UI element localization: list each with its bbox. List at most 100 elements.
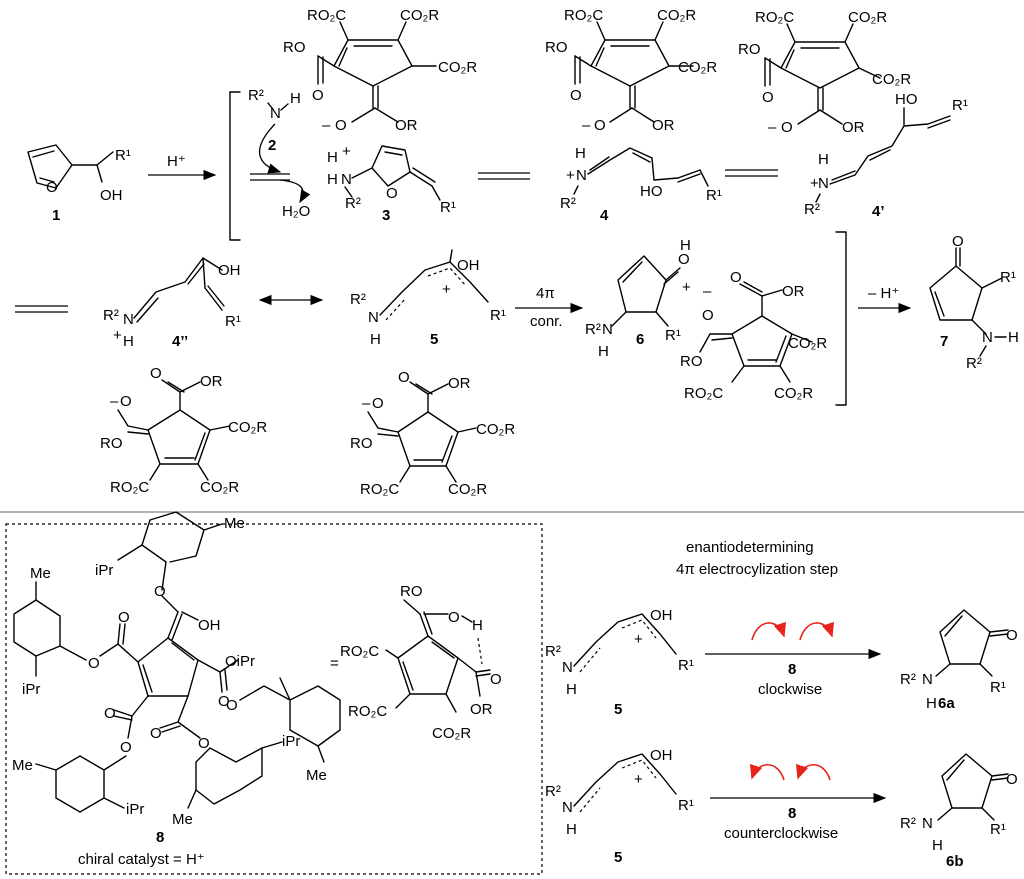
compound-2: R² N H 2 xyxy=(248,87,301,174)
svg-text:+: + xyxy=(810,175,819,192)
compound-4-label: 4 xyxy=(600,207,609,224)
svg-text:R¹: R¹ xyxy=(678,797,694,814)
svg-text:O: O xyxy=(226,697,238,714)
compound-6b-label: 6b xyxy=(946,853,964,870)
svg-text:O: O xyxy=(702,307,714,324)
svg-text:Me: Me xyxy=(172,811,193,828)
svg-text:OR: OR xyxy=(448,375,471,392)
svg-text:R¹: R¹ xyxy=(706,187,722,204)
catalyst-label-row2: 8 xyxy=(788,805,796,822)
svg-text:R¹: R¹ xyxy=(440,199,456,216)
catalyst-8-simplified: RO O H O OR CO₂R RO₂C RO₂C xyxy=(340,583,502,742)
svg-text:Me: Me xyxy=(30,565,51,582)
svg-text:N: N xyxy=(818,175,829,192)
svg-text:R¹: R¹ xyxy=(490,307,506,324)
compound-6a-label: 6a xyxy=(938,695,955,712)
svg-text:–: – xyxy=(768,119,777,136)
counterion-bottom-1: O OR CO₂R CO₂R RO₂C – O RO xyxy=(100,365,267,496)
svg-text:N: N xyxy=(982,329,993,346)
catalyst-label-row1: 8 xyxy=(788,661,796,678)
svg-text:Me: Me xyxy=(224,515,245,532)
svg-text:RO: RO xyxy=(283,39,306,56)
clockwise-label: clockwise xyxy=(758,681,822,698)
svg-text:+: + xyxy=(113,327,122,344)
svg-text:N: N xyxy=(341,171,352,188)
svg-text:CO₂R: CO₂R xyxy=(200,479,239,496)
svg-text:O: O xyxy=(678,251,690,268)
svg-text:O: O xyxy=(120,739,132,756)
svg-text:O: O xyxy=(952,233,964,250)
counterclockwise-label: counterclockwise xyxy=(724,825,838,842)
svg-text:RO₂C: RO₂C xyxy=(684,385,723,402)
svg-text:H: H xyxy=(926,695,937,712)
svg-text:H: H xyxy=(472,617,483,634)
svg-text:R¹: R¹ xyxy=(990,679,1006,696)
conr-label: conr. xyxy=(530,313,563,330)
catalyst-8-label: 8 xyxy=(156,829,164,846)
bracket-left xyxy=(229,91,241,241)
bracket-right xyxy=(835,231,847,406)
compound-5-label: 5 xyxy=(430,331,438,348)
oh-label: OH xyxy=(100,187,123,204)
catalyst-8-structure: O OH iPr Me O O Me iPr O OiPr Me O xyxy=(12,511,341,846)
compound-6b: O R¹ R² N H 6b xyxy=(900,753,1018,870)
title-line-1: enantiodetermining xyxy=(686,539,814,556)
svg-text:CO₂R: CO₂R xyxy=(432,725,471,742)
svg-text:H: H xyxy=(1008,329,1019,346)
svg-text:–: – xyxy=(110,393,119,410)
svg-text:N: N xyxy=(922,815,933,832)
svg-text:Me: Me xyxy=(12,757,33,774)
svg-text:R²: R² xyxy=(900,815,916,832)
equals-sign: = xyxy=(330,655,339,672)
compound-1: O R¹ OH 1 xyxy=(27,144,131,224)
svg-text:O: O xyxy=(448,609,460,626)
svg-text:iPr: iPr xyxy=(282,733,300,750)
svg-text:R²: R² xyxy=(545,783,561,800)
svg-text:R²: R² xyxy=(585,321,601,338)
svg-text:CO₂R: CO₂R xyxy=(228,419,267,436)
title-line-2: 4π electrocylization step xyxy=(676,561,838,578)
r1-label: R¹ xyxy=(115,147,131,164)
compound-6: O H + R² N H R¹ 6 xyxy=(585,237,691,360)
svg-text:RO₂C: RO₂C xyxy=(348,703,387,720)
svg-text:R²: R² xyxy=(545,643,561,660)
svg-text:OR: OR xyxy=(782,283,805,300)
svg-text:O: O xyxy=(490,671,502,688)
svg-text:CO₂R: CO₂R xyxy=(476,421,515,438)
compound-2-label: 2 xyxy=(268,137,276,154)
svg-text:R²: R² xyxy=(345,195,361,212)
svg-text:R¹: R¹ xyxy=(1000,269,1016,286)
svg-text:–: – xyxy=(322,117,331,134)
svg-text:OiPr: OiPr xyxy=(225,653,255,670)
svg-text:RO₂C: RO₂C xyxy=(564,7,603,24)
compound-5-row2-label: 5 xyxy=(614,849,622,866)
svg-text:O: O xyxy=(372,395,384,412)
svg-text:N: N xyxy=(576,167,587,184)
svg-text:O: O xyxy=(88,655,100,672)
svg-text:O: O xyxy=(120,393,132,410)
svg-text:OH: OH xyxy=(650,607,673,624)
svg-text:O: O xyxy=(335,117,347,134)
svg-text:Me: Me xyxy=(306,767,327,784)
catalyst-caption: chiral catalyst = H⁺ xyxy=(78,851,205,868)
svg-text:R²: R² xyxy=(560,195,576,212)
svg-text:RO: RO xyxy=(680,353,703,370)
svg-text:–: – xyxy=(362,395,371,412)
compound-6a: O R¹ R² N H 6a xyxy=(900,609,1018,712)
svg-text:RO₂C: RO₂C xyxy=(360,481,399,498)
svg-text:iPr: iPr xyxy=(22,681,40,698)
svg-text:+: + xyxy=(566,167,575,184)
counterion-top-2: RO₂C CO₂R CO₂R RO O – O OR xyxy=(545,7,717,134)
rotation-arrow-cw-1 xyxy=(751,621,787,641)
counterion-bottom-2: O OR CO₂R CO₂R RO₂C – O RO xyxy=(350,369,515,498)
svg-text:OH: OH xyxy=(198,617,221,634)
svg-text:RO: RO xyxy=(738,41,761,58)
svg-text:HO: HO xyxy=(640,183,663,200)
svg-text:RO: RO xyxy=(545,39,568,56)
svg-text:H: H xyxy=(327,171,338,188)
svg-text:N: N xyxy=(368,309,379,326)
svg-text:O: O xyxy=(594,117,606,134)
counterion-top-3: RO₂C CO₂R CO₂R RO O – O OR xyxy=(738,9,911,136)
svg-text:O: O xyxy=(730,269,742,286)
compound-3: H + H N R² O R¹ 3 xyxy=(327,143,456,224)
